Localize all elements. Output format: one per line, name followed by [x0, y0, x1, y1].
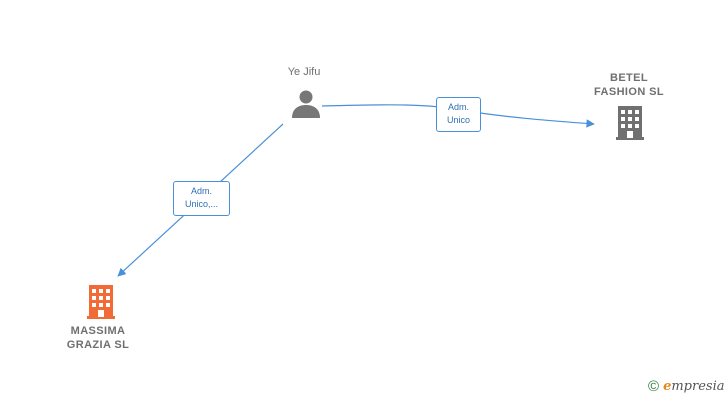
person-name-label[interactable]: Ye Jifu: [287, 66, 321, 78]
logo-e: e: [663, 379, 672, 394]
company-label-massima[interactable]: MASSIMA GRAZIA SL: [66, 325, 130, 351]
edge-label-adm-unico-more[interactable]: Adm. Unico,...: [173, 181, 230, 216]
person-icon[interactable]: [292, 90, 320, 119]
building-icon[interactable]: [87, 285, 115, 319]
copyright-symbol: ©: [648, 378, 660, 395]
company-label-betel[interactable]: BETEL FASHION SL: [593, 72, 664, 98]
empresia-watermark: © empresia: [648, 378, 724, 395]
building-icon[interactable]: [616, 106, 644, 140]
edge-label-adm-unico[interactable]: Adm. Unico: [436, 97, 481, 132]
empresia-logo-text: empresia: [663, 379, 724, 394]
logo-rest: mpresia: [671, 379, 725, 394]
